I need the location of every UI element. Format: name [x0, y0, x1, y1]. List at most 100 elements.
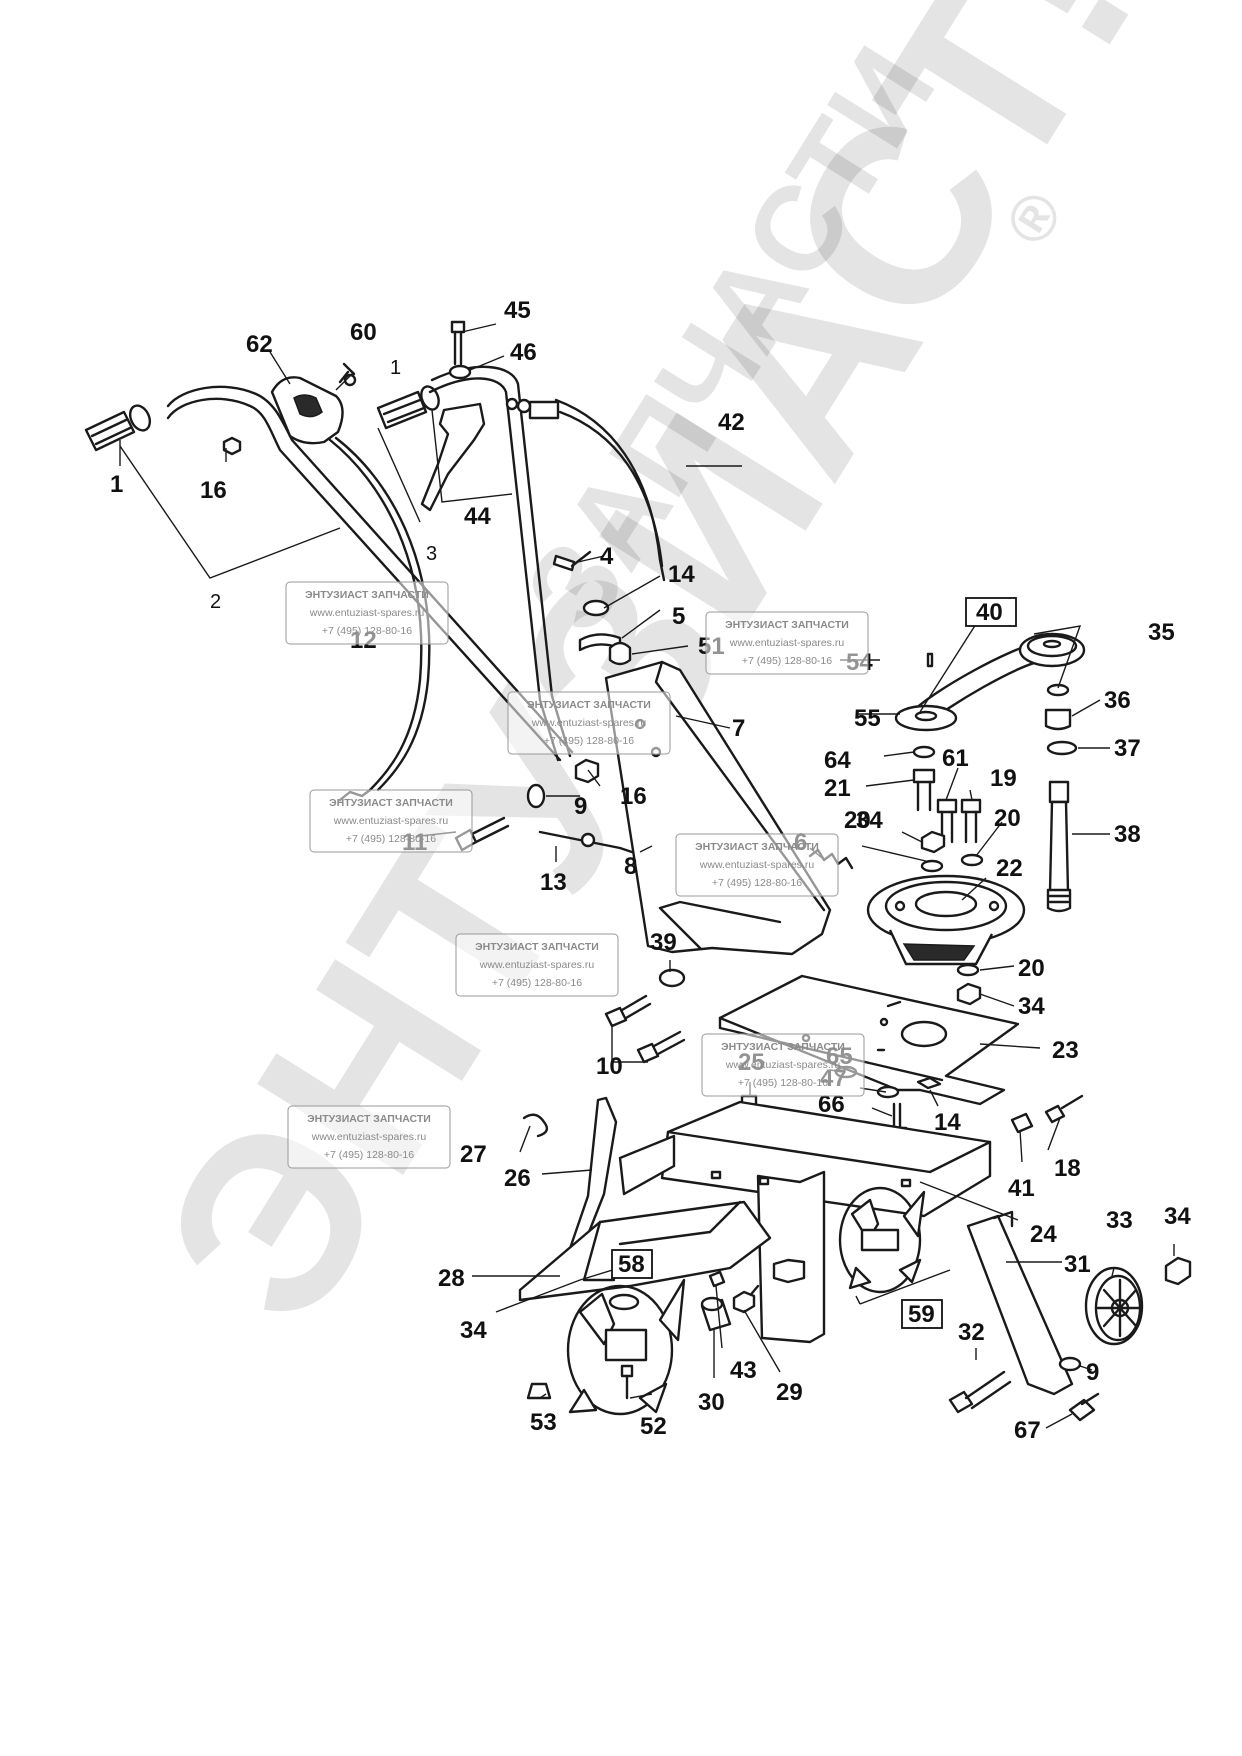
- callout-27: 27: [460, 1141, 487, 1168]
- callout-46: 46: [510, 339, 537, 366]
- callout-1-right: 1: [390, 357, 401, 379]
- bushing-36: [1044, 708, 1072, 731]
- svg-text:ЭНТУЗИАСТ ЗАПЧАСТИ: ЭНТУЗИАСТ ЗАПЧАСТИ: [721, 1041, 845, 1053]
- belt-drive: [894, 632, 1086, 913]
- callout-1: 1: [110, 471, 123, 498]
- callout-2: 2: [210, 591, 221, 613]
- svg-text:+7 (495) 128-80-16: +7 (495) 128-80-16: [492, 977, 582, 989]
- washer-20-left: [920, 859, 944, 873]
- svg-text:+7 (495) 128-80-16: +7 (495) 128-80-16: [544, 735, 634, 747]
- leader-lines: [119, 323, 1175, 1429]
- callout-34-low: 34: [1018, 993, 1045, 1020]
- pin-43: [708, 1270, 726, 1288]
- clamp-bolt-4: [552, 550, 592, 572]
- callout-36: 36: [1104, 687, 1131, 714]
- washer-64: [912, 745, 936, 759]
- svg-text:+7 (495) 128-80-16: +7 (495) 128-80-16: [322, 625, 412, 637]
- svg-text:www.entuziast-spares.ru: www.entuziast-spares.ru: [729, 637, 845, 649]
- bolt-32: [948, 1370, 1012, 1414]
- svg-text:ЭНТУЗИАСТ ЗАПЧАСТИ: ЭНТУЗИАСТ ЗАПЧАСТИ: [307, 1113, 431, 1125]
- svg-text:www.entuziast-spares.ru: www.entuziast-spares.ru: [311, 1131, 427, 1143]
- callout-42: 42: [718, 409, 745, 436]
- stamp-7: ЭНТУЗИАСТ ЗАПЧАСТИ www.entuziast-spares.…: [701, 1033, 865, 1097]
- svg-text:ЭНТУЗИАСТ ЗАПЧАСТИ: ЭНТУЗИАСТ ЗАПЧАСТИ: [527, 699, 651, 711]
- nut-34-wheel: [1164, 1256, 1192, 1286]
- callout-67: 67: [1014, 1417, 1041, 1444]
- washer-20-low: [956, 963, 980, 977]
- bolt-52-head: [620, 1364, 634, 1378]
- callout-59: 59: [908, 1301, 935, 1328]
- callout-9-wheel: 9: [1086, 1359, 1099, 1386]
- bolt-18: [1044, 1094, 1084, 1124]
- engine-mount-hardware: [604, 745, 1026, 1064]
- callout-43: 43: [730, 1357, 757, 1384]
- bolt-45: [450, 320, 466, 366]
- washer-46: [448, 364, 472, 380]
- washer-14-top: [582, 599, 610, 617]
- engine-plate-23: [718, 974, 1020, 1106]
- callout-19: 19: [990, 765, 1017, 792]
- svg-text:+7 (495) 128-80-16: +7 (495) 128-80-16: [346, 833, 436, 845]
- callout-30: 30: [698, 1389, 725, 1416]
- svg-text:ЭНТУЗИАСТ ЗАПЧАСТИ: ЭНТУЗИАСТ ЗАПЧАСТИ: [725, 619, 849, 631]
- svg-text:+7 (495) 128-80-16: +7 (495) 128-80-16: [742, 655, 832, 667]
- callout-3: 3: [426, 543, 437, 565]
- callout-39: 39: [650, 929, 677, 956]
- tine-set-59: [838, 1186, 926, 1294]
- stamp-2: ЭНТУЗИАСТ ЗАПЧАСТИ www.entuziast-spares.…: [705, 611, 869, 675]
- callout-62: 62: [246, 331, 273, 358]
- screw-60: [338, 362, 356, 384]
- key-54: [926, 652, 934, 668]
- stamp-6: ЭНТУЗИАСТ ЗАПЧАСТИ www.entuziast-spares.…: [455, 933, 619, 997]
- callout-34-mount: 34: [856, 807, 883, 834]
- knob-67: [1068, 1392, 1100, 1422]
- callout-31: 31: [1064, 1251, 1091, 1278]
- o-ring-37: [1046, 740, 1078, 756]
- callout-16-base: 16: [620, 783, 647, 810]
- callout-13: 13: [540, 869, 567, 896]
- callout-29: 29: [776, 1379, 803, 1406]
- stamp-5: ЭНТУЗИАСТ ЗАПЧАСТИ www.entuziast-spares.…: [675, 833, 839, 897]
- svg-text:ЭНТУЗИАСТ ЗАПЧАСТИ: ЭНТУЗИАСТ ЗАПЧАСТИ: [329, 797, 453, 809]
- washer-9: [526, 783, 546, 809]
- svg-text:www.entuziast-spares.ru: www.entuziast-spares.ru: [531, 717, 647, 729]
- callout-20-low: 20: [1018, 955, 1045, 982]
- stamp-8: ЭНТУЗИАСТ ЗАПЧАСТИ www.entuziast-spares.…: [287, 1105, 451, 1169]
- callout-20-right: 20: [994, 805, 1021, 832]
- boxed-callout-frames: [611, 597, 1017, 1329]
- washer-35: [1046, 683, 1070, 697]
- wheel-33: [1084, 1266, 1144, 1346]
- callout-64: 64: [824, 747, 851, 774]
- drive-shaft-38: [1046, 780, 1072, 913]
- tine-set-58: [566, 1278, 686, 1416]
- clutch-lever: [420, 402, 486, 512]
- nut-16-small: [222, 436, 242, 456]
- svg-text:ЭНТУЗИАСТ ЗАПЧАСТИ: ЭНТУЗИАСТ ЗАПЧАСТИ: [305, 589, 429, 601]
- callout-8: 8: [624, 853, 637, 880]
- callout-24: 24: [1030, 1221, 1057, 1248]
- stamp-3: ЭНТУЗИАСТ ЗАПЧАСТИ www.entuziast-spares.…: [507, 691, 671, 755]
- callout-40: 40: [976, 599, 1003, 626]
- washer-20-right: [960, 853, 984, 867]
- callout-37: 37: [1114, 735, 1141, 762]
- callout-44: 44: [464, 503, 491, 530]
- svg-text:ЭНТУЗИАСТ ЗАПЧАСТИ: ЭНТУЗИАСТ ЗАПЧАСТИ: [475, 941, 599, 953]
- callout-32: 32: [958, 1319, 985, 1346]
- svg-text:+7 (495) 128-80-16: +7 (495) 128-80-16: [738, 1077, 828, 1089]
- callout-38: 38: [1114, 821, 1141, 848]
- callout-61: 61: [942, 745, 969, 772]
- bushing-51: [608, 641, 632, 666]
- nut-34-top: [920, 830, 946, 854]
- nut-14: [916, 1076, 942, 1090]
- nut-29: [732, 1290, 756, 1314]
- stamp-1: ЭНТУЗИАСТ ЗАПЧАСТИ www.entuziast-spares.…: [285, 581, 449, 645]
- callout-34-wheel: 34: [1164, 1203, 1191, 1230]
- callout-45: 45: [504, 297, 531, 324]
- callout-52: 52: [640, 1413, 667, 1440]
- callout-4: 4: [600, 543, 614, 570]
- callout-5: 5: [672, 603, 685, 630]
- bolts-10: [604, 994, 686, 1064]
- svg-text:ЭНТУЗИАСТ ЗАПЧАСТИ: ЭНТУЗИАСТ ЗАПЧАСТИ: [695, 841, 819, 853]
- callout-41: 41: [1008, 1175, 1035, 1202]
